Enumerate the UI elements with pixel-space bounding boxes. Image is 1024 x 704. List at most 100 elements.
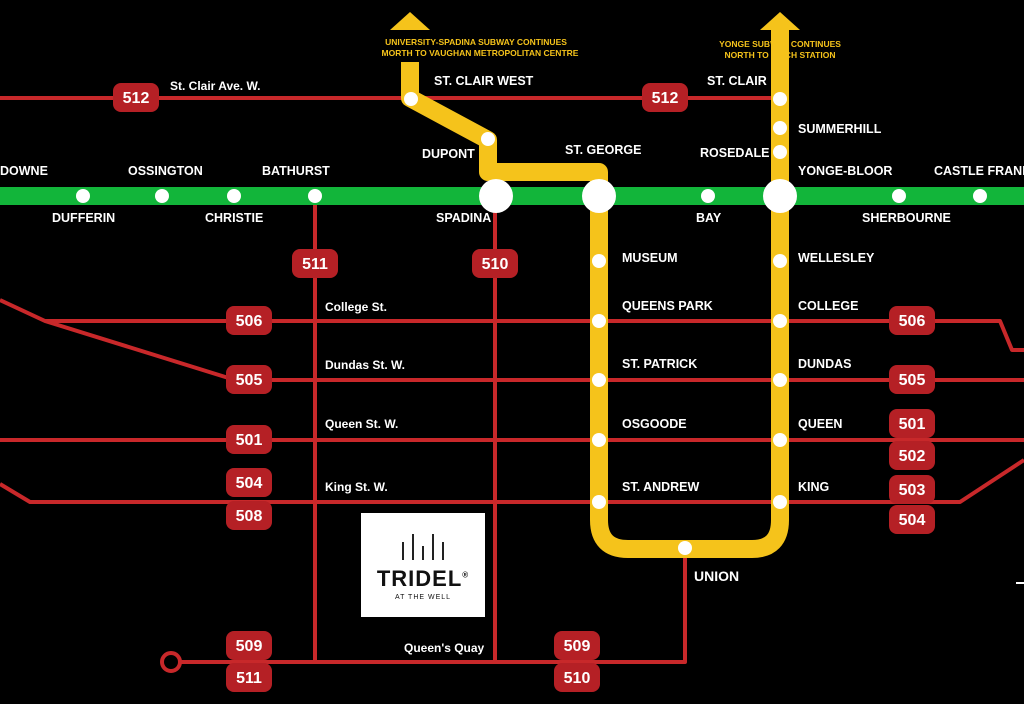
route-badge-502-east: 502 (889, 441, 935, 470)
route-badge-511-top-text: 511 (302, 256, 328, 273)
station-dot-st-clair (773, 92, 787, 106)
station-dot-queens-park (592, 314, 606, 328)
station-label-downe: DOWNE (0, 164, 48, 178)
route-badge-503-east-text: 503 (899, 482, 926, 499)
yonge-university-line (401, 30, 789, 558)
route-badge-501-east-text: 501 (899, 416, 926, 433)
streetcar-lines (0, 96, 1024, 664)
route-badge-504-west-text: 504 (236, 475, 263, 492)
station-dot-dufferin (76, 189, 90, 203)
route-badge-510-top: 510 (472, 249, 518, 278)
station-dot-union (678, 541, 692, 555)
route-badge-505-west-text: 505 (236, 372, 263, 389)
station-label-bay: BAY (696, 211, 722, 225)
station-label-union: UNION (694, 568, 739, 584)
station-label-osgoode: OSGOODE (622, 417, 687, 431)
route-badge-508-west-text: 508 (236, 508, 263, 525)
station-label-museum: MUSEUM (622, 251, 678, 265)
yonge-note-line-2: NORTH TO FINCH STATION (725, 50, 836, 60)
station-label-st-clair-west: ST. CLAIR WEST (434, 74, 534, 88)
street-label-queen: Queen St. W. (325, 417, 398, 431)
tridel-logo: TRIDEL® AT THE WELL (361, 513, 485, 617)
route-506-line (0, 298, 1024, 352)
university-note-line-1: UNIVERSITY-SPADINA SUBWAY CONTINUES (385, 37, 567, 47)
station-dot-museum (592, 254, 606, 268)
edge-marker (1016, 582, 1024, 584)
route-badge-501-west-text: 501 (236, 432, 263, 449)
station-label-sherbourne: SHERBOURNE (862, 211, 951, 225)
station-dot-ossington (155, 189, 169, 203)
yonge-note-line-1: YONGE SUBWAY CONTINUES (719, 39, 841, 49)
street-label-st-clair: St. Clair Ave. W. (170, 79, 260, 93)
station-label-summerhill: SUMMERHILL (798, 122, 882, 136)
station-label-st-clair: ST. CLAIR (707, 74, 767, 88)
route-505-line (44, 319, 1024, 382)
station-dot-st-patrick (592, 373, 606, 387)
route-badge-502-east-text: 502 (899, 448, 926, 465)
station-dot-st-clair-west (404, 92, 418, 106)
yonge-north-arrow (760, 12, 800, 30)
station-dot-castle-frank (973, 189, 987, 203)
station-label-dundas: DUNDAS (798, 357, 851, 371)
station-dot-king (773, 495, 787, 509)
route-badge-504-west: 504 (226, 468, 272, 497)
route-badge-512-east-text: 512 (652, 90, 679, 107)
route-504-line (0, 458, 1024, 504)
station-dot-college (773, 314, 787, 328)
route-badge-511-top: 511 (292, 249, 338, 278)
station-label-st-andrew: ST. ANDREW (622, 480, 700, 494)
route-badge-511-bottom-text: 511 (236, 670, 262, 687)
station-label-bathurst: BATHURST (262, 164, 330, 178)
university-note-line-2: MORTH TO VAUGHAN METROPOLITAN CENTRE (382, 48, 579, 58)
route-badge-510-bottom-text: 510 (564, 670, 591, 687)
route-badge-506-east: 506 (889, 306, 935, 335)
route-509-line (171, 549, 687, 664)
station-dot-st-andrew (592, 495, 606, 509)
logo-mark-icon (402, 530, 444, 560)
route-badge-509-b-text: 509 (564, 638, 591, 655)
station-label-yonge-bloor: YONGE-BLOOR (798, 164, 892, 178)
route-badge-509-a-text: 509 (236, 638, 263, 655)
logo-brand: TRIDEL® (376, 565, 469, 591)
station-dot-bay (701, 189, 715, 203)
station-label-rosedale: ROSEDALE (700, 146, 769, 160)
station-label-christie: CHRISTIE (205, 211, 263, 225)
station-label-college: COLLEGE (798, 299, 858, 313)
route-badge-512-west: 512 (113, 83, 159, 112)
station-dot-summerhill (773, 121, 787, 135)
station-dot-st-george (582, 179, 616, 213)
route-badge-503-east: 503 (889, 475, 935, 504)
station-label-castle-frank: CASTLE FRANK (934, 164, 1024, 178)
route-badges: 512 512 511 510 506 506 505 505 501 501 … (113, 83, 935, 692)
station-label-spadina: SPADINA (436, 211, 491, 225)
logo-brand-text: TRIDEL (376, 565, 463, 591)
station-label-queens-park: QUEENS PARK (622, 299, 713, 313)
route-badge-509-b: 509 (554, 631, 600, 660)
route-509-terminus (160, 651, 182, 673)
route-badge-506-east-text: 506 (899, 313, 926, 330)
station-dot-osgoode (592, 433, 606, 447)
station-dot-bathurst (308, 189, 322, 203)
route-badge-512-east: 512 (642, 83, 688, 112)
route-badge-512-west-text: 512 (123, 90, 150, 107)
station-label-king: KING (798, 480, 829, 494)
station-dot-dundas (773, 373, 787, 387)
station-dots (76, 92, 987, 555)
street-label-dundas: Dundas St. W. (325, 358, 405, 372)
route-badge-509-a: 509 (226, 631, 272, 660)
route-badge-506-west-text: 506 (236, 313, 263, 330)
route-badge-508-west: 508 (226, 501, 272, 530)
station-dot-yonge-bloor (763, 179, 797, 213)
route-badge-511-bottom: 511 (226, 663, 272, 692)
station-label-dupont: DUPONT (422, 147, 475, 161)
street-label-king: King St. W. (325, 480, 388, 494)
route-badge-505-west: 505 (226, 365, 272, 394)
station-dot-spadina (479, 179, 513, 213)
station-label-queen: QUEEN (798, 417, 842, 431)
station-label-ossington: OSSINGTON (128, 164, 203, 178)
logo-subtitle: AT THE WELL (394, 593, 452, 601)
station-label-dufferin: DUFFERIN (52, 211, 115, 225)
station-dot-sherbourne (892, 189, 906, 203)
route-badge-510-top-text: 510 (482, 256, 509, 273)
